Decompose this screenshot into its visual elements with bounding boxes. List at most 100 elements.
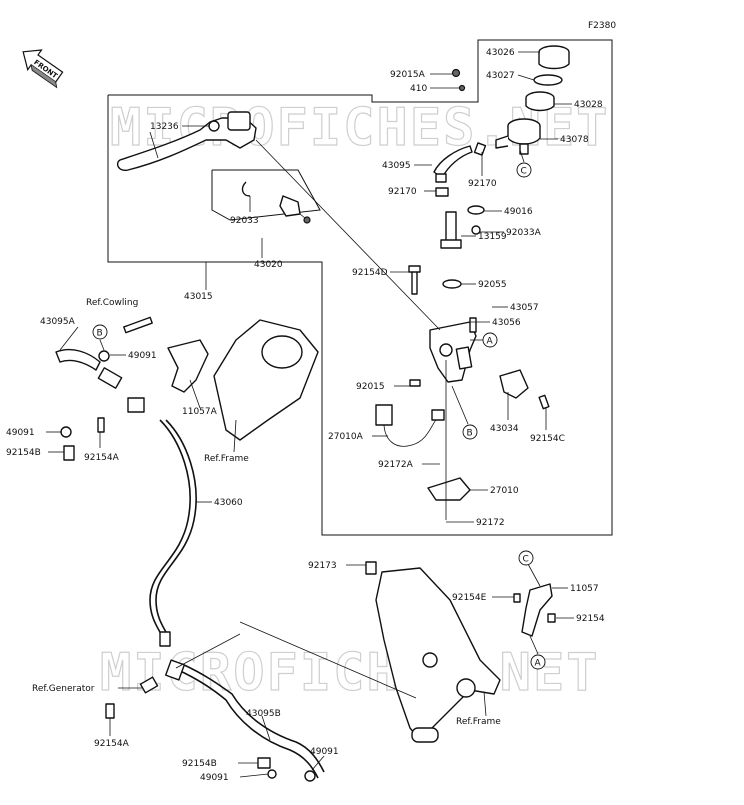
callout-43095B: 43095B	[246, 709, 281, 719]
frame-piece	[375, 567, 501, 743]
callout-92173: 92173	[308, 561, 337, 571]
callout-27010: 27010	[490, 486, 519, 496]
washer-49091-lower2	[267, 769, 277, 779]
callout-92170-right: 92170	[468, 179, 497, 189]
marker-b-left: B	[92, 324, 108, 351]
callout-92154D: 92154D	[352, 268, 388, 278]
diagram-id: F2380	[588, 21, 616, 31]
callout-11057A: 11057A	[182, 407, 218, 417]
master-cylinder-body	[429, 317, 477, 383]
marker-b-right: B	[451, 385, 478, 440]
switch-27010A	[375, 404, 445, 447]
callout-92154C: 92154C	[530, 434, 565, 444]
bracket-11057A	[167, 339, 209, 393]
svg-text:B: B	[467, 429, 473, 439]
callout-92170-left: 92170	[388, 187, 417, 197]
bolt-92154E	[513, 593, 521, 603]
callout-labels: 43026 43027 92015A 410 43028 43078 13236…	[6, 48, 605, 783]
callout-92033A: 92033A	[506, 228, 542, 238]
diaphragm-43027	[533, 74, 563, 86]
callout-43026: 43026	[486, 48, 515, 58]
bolt-92154B-lower	[257, 757, 271, 769]
hose-43095	[433, 142, 487, 183]
svg-text:C: C	[521, 167, 527, 177]
diaphragm-plate-43028	[525, 91, 555, 112]
svg-text:C: C	[523, 555, 529, 565]
front-arrow-icon: FRONT	[22, 49, 64, 89]
callout-92154B-lower: 92154B	[182, 759, 217, 769]
marker-a-bottom: A	[529, 635, 546, 670]
bolt-92154-right	[547, 613, 556, 623]
callout-43027: 43027	[486, 71, 515, 81]
callout-92154E: 92154E	[452, 593, 487, 603]
assembly-frame-43020	[211, 169, 321, 221]
callout-92154A: 92154A	[84, 453, 120, 463]
switch-27010	[427, 477, 471, 501]
callout-43015: 43015	[184, 292, 213, 302]
bolt-92154A-lower	[105, 703, 115, 719]
callout-43020: 43020	[254, 260, 283, 270]
callout-92055: 92055	[478, 280, 507, 290]
bracket-11057	[521, 583, 553, 637]
callout-92172: 92172	[476, 518, 505, 528]
bolt-ref-cowling	[123, 316, 153, 334]
svg-text:B: B	[97, 329, 103, 339]
callout-43060: 43060	[214, 498, 243, 508]
callout-49016: 49016	[504, 207, 533, 217]
callout-410: 410	[410, 84, 427, 94]
marker-a-top: A	[470, 332, 498, 348]
callout-92154B: 92154B	[6, 448, 41, 458]
callout-13236: 13236	[150, 122, 179, 132]
reservoir-cap-43026	[538, 45, 570, 70]
callout-92015A: 92015A	[390, 70, 426, 80]
circlip-92033A	[471, 225, 481, 235]
bolt-92154D	[408, 265, 421, 295]
callout-ref-frame-bottom: Ref.Frame	[456, 717, 501, 727]
marker-c-top: C	[516, 149, 532, 178]
callout-49091-lower-left: 49091	[200, 773, 229, 783]
bolt-92154C	[538, 394, 550, 410]
hose-43095A	[55, 348, 101, 371]
callout-49091-lower-right: 49091	[310, 747, 339, 757]
callout-27010A: 27010A	[328, 432, 364, 442]
callout-43095A: 43095A	[40, 317, 76, 327]
callout-43028: 43028	[574, 100, 603, 110]
callout-43095: 43095	[382, 161, 411, 171]
clamp-92170	[435, 187, 462, 249]
bolt-92015	[409, 379, 421, 387]
oring-92055	[442, 279, 462, 289]
leader-lines	[46, 51, 574, 778]
callout-92154-right: 92154	[576, 614, 605, 624]
callout-ref-frame-top: Ref.Frame	[204, 454, 249, 464]
clutch-lever-13236	[116, 111, 257, 171]
pushrod-43020	[241, 181, 311, 224]
callout-49091-upper: 49091	[128, 351, 157, 361]
marker-c-bottom: C	[518, 550, 541, 587]
bolt-92154B	[63, 445, 75, 461]
callout-ref-generator: Ref.Generator	[32, 684, 95, 694]
callout-92015: 92015	[356, 382, 385, 392]
callout-11057: 11057	[570, 584, 599, 594]
washer-49091-lower	[304, 770, 316, 782]
callout-43034: 43034	[490, 424, 519, 434]
svg-text:A: A	[535, 659, 542, 669]
clamp-43034	[499, 369, 529, 399]
callout-43057: 43057	[510, 303, 539, 313]
bolt-92154A	[97, 417, 105, 433]
callout-43056: 43056	[492, 318, 521, 328]
assembly-frame-43015	[107, 39, 613, 536]
callout-43078: 43078	[560, 135, 589, 145]
svg-text:A: A	[487, 337, 494, 347]
washer-49091-left	[60, 426, 72, 438]
reservoir-43078	[495, 118, 541, 155]
callout-13159: 13159	[478, 232, 507, 242]
banjo-fitting	[97, 350, 145, 413]
callout-92154A-lower: 92154A	[94, 739, 130, 749]
callout-92033: 92033	[230, 216, 259, 226]
screw-410	[458, 84, 466, 92]
callout-49091-left: 49091	[6, 428, 35, 438]
callout-ref-cowling: Ref.Cowling	[86, 298, 138, 308]
hose-43095B	[139, 659, 325, 779]
